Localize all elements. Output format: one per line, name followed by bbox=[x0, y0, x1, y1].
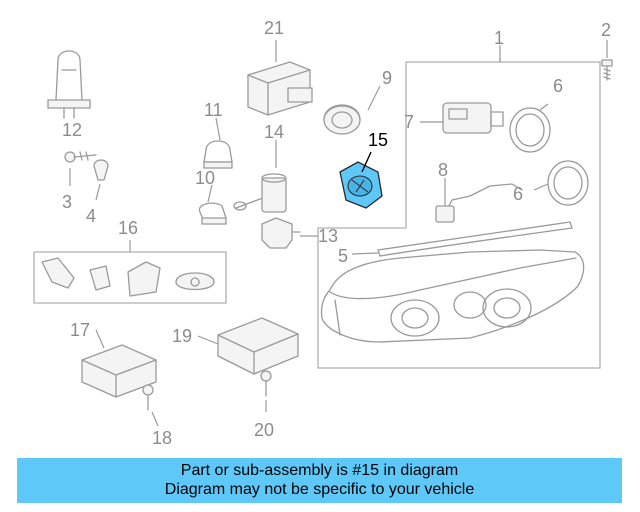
headlamp-assembly-frame bbox=[317, 45, 601, 369]
callout-15: 15 bbox=[368, 130, 388, 150]
callout-12: 12 bbox=[62, 120, 82, 140]
screw-18 bbox=[142, 384, 159, 427]
bulb-cap-15-highlighted bbox=[339, 151, 383, 209]
callout-10: 10 bbox=[195, 168, 215, 188]
callout-7: 7 bbox=[404, 112, 414, 132]
callout-2: 2 bbox=[601, 20, 611, 40]
screw-20 bbox=[260, 370, 272, 412]
callout-5: 5 bbox=[338, 246, 348, 266]
trim-strip-5 bbox=[351, 221, 573, 257]
banner-line-2: Diagram may not be specific to your vehi… bbox=[164, 481, 475, 498]
callout-4: 4 bbox=[86, 206, 96, 226]
bulb-cover-ring-6a bbox=[509, 103, 551, 153]
callout-16: 16 bbox=[118, 218, 138, 238]
callout-14: 14 bbox=[264, 122, 284, 142]
callout-18: 18 bbox=[152, 428, 172, 448]
small-bulb-10 bbox=[198, 184, 227, 225]
callout-8: 8 bbox=[438, 160, 448, 180]
callout-6a: 6 bbox=[553, 76, 563, 96]
module-17 bbox=[81, 329, 157, 398]
ballast-19 bbox=[197, 317, 299, 375]
headlamp-housing bbox=[320, 249, 585, 343]
bracket-13 bbox=[261, 217, 318, 249]
halogen-bulb-12 bbox=[47, 50, 91, 119]
callout-6b: 6 bbox=[513, 184, 523, 204]
callout-17: 17 bbox=[70, 320, 90, 340]
socket-wire-8 bbox=[435, 178, 523, 223]
callout-20: 20 bbox=[254, 420, 274, 440]
callout-19: 19 bbox=[172, 326, 192, 346]
part-16-group bbox=[33, 240, 227, 304]
leveling-motor-7 bbox=[420, 102, 504, 134]
wedge-bulb-11 bbox=[203, 117, 233, 169]
bulb-socket-9 bbox=[323, 85, 381, 135]
callout-11: 11 bbox=[204, 100, 223, 120]
clip-4 bbox=[93, 159, 109, 201]
callout-13: 13 bbox=[318, 226, 338, 246]
control-module-21 bbox=[247, 40, 313, 116]
screw-2 bbox=[601, 40, 613, 81]
info-banner: Part or sub-assembly is #15 in diagram D… bbox=[17, 458, 622, 503]
callout-21: 21 bbox=[264, 18, 284, 38]
callout-3: 3 bbox=[62, 192, 72, 212]
callout-1: 1 bbox=[494, 28, 504, 48]
bolt-3 bbox=[64, 151, 97, 186]
hid-bulb-14 bbox=[233, 140, 287, 213]
callout-9: 9 bbox=[382, 68, 392, 88]
banner-line-1: Part or sub-assembly is #15 in diagram bbox=[180, 462, 459, 479]
bulb-cover-ring-6b bbox=[533, 160, 589, 206]
